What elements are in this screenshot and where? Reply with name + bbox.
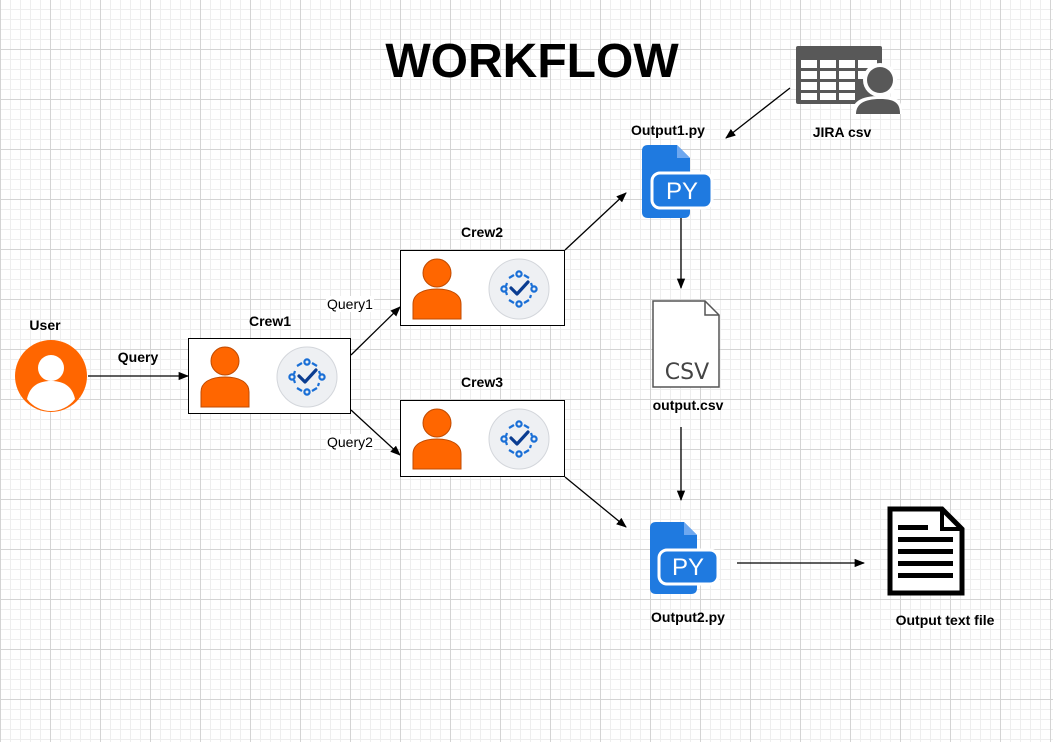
crew3-label: Crew3 xyxy=(460,374,504,390)
crew2-label: Crew2 xyxy=(460,224,504,240)
crew1-label: Crew1 xyxy=(248,313,292,329)
py-file-icon[interactable]: PY xyxy=(642,145,714,218)
jira-csv-label: JIRA csv xyxy=(812,124,872,140)
output-text-file-label: Output text file xyxy=(895,612,995,628)
crew3-node[interactable] xyxy=(400,400,565,477)
person-icon xyxy=(412,408,462,470)
crew1-node[interactable] xyxy=(188,338,351,414)
edge-label-query1: Query1 xyxy=(326,296,374,312)
output1-py-label: Output1.py xyxy=(631,122,705,138)
py-file-icon[interactable]: PY xyxy=(650,522,720,594)
agent-badge-icon xyxy=(488,408,550,470)
diagram-title: WORKFLOW xyxy=(385,35,679,88)
output1-py-type: PY xyxy=(666,178,698,205)
person-icon xyxy=(412,258,462,320)
output-csv-type: CSV xyxy=(665,360,709,385)
edge-crew2-to-output1 xyxy=(564,192,627,251)
output2-py-label: Output2.py xyxy=(651,609,725,625)
edge-crew1-to-crew2 xyxy=(350,306,401,356)
agent-badge-icon xyxy=(276,346,338,408)
edge-jira-to-output1 xyxy=(725,87,791,139)
agent-badge-icon xyxy=(488,258,550,320)
output2-py-type: PY xyxy=(672,554,704,581)
crew2-node[interactable] xyxy=(400,250,565,326)
edge-label-query2: Query2 xyxy=(326,434,374,450)
edge-label-query: Query xyxy=(117,349,159,365)
user-icon[interactable] xyxy=(13,339,89,413)
text-document-icon[interactable] xyxy=(887,506,965,596)
output-csv-label: output.csv xyxy=(652,397,724,413)
edge-crew3-to-output2 xyxy=(564,476,627,528)
user-label: User xyxy=(29,317,61,333)
spreadsheet-user-icon[interactable] xyxy=(794,44,904,116)
person-icon xyxy=(200,346,250,408)
csv-file-icon[interactable]: CSV xyxy=(652,300,720,388)
edge-crew1-to-crew3 xyxy=(350,409,401,456)
